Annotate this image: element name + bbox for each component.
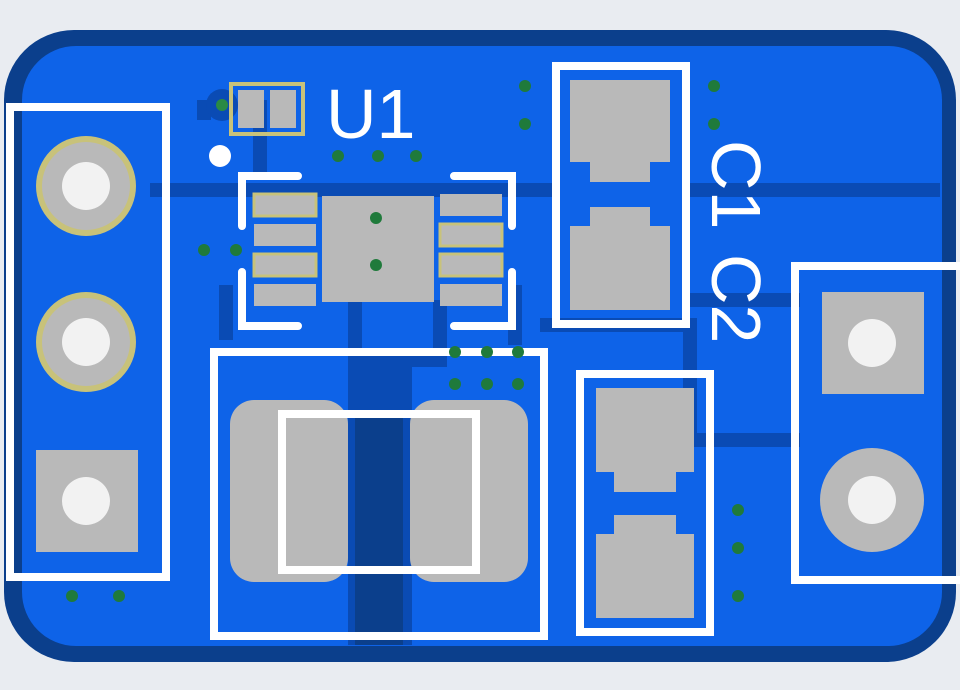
trace-inductor-gap [355,415,403,645]
capacitor-c1 [552,62,690,328]
capacitor-c2 [576,370,714,636]
pin1-marker [209,145,231,167]
drill-hole-right-2 [848,476,896,524]
silkscreen-small-part [229,82,305,136]
smd-pad-small-2 [270,90,296,128]
u1-pin [254,224,316,246]
silkscreen-connector-right [791,262,960,584]
c2-pad-top [596,388,694,492]
c1-pad-top [570,80,670,182]
label-u1: U1 [326,75,415,153]
u1-pin [254,254,316,276]
silkscreen-inductor-body [278,410,480,574]
u1-pin [440,194,502,216]
connector-right [791,262,960,584]
u1-pin [440,254,502,276]
u1-exposed-pad [322,196,434,302]
drill-hole-1 [62,162,110,210]
label-c2: C2 [697,254,775,343]
inductor-l1 [210,348,548,640]
u1-pin [440,284,502,306]
vias [66,80,744,602]
silkscreen-u1-corners [238,172,516,330]
smd-pad-small-1 [238,90,264,128]
silkscreen-c2 [576,370,714,636]
c1-pad-bottom [570,207,670,310]
drill-hole-right-1 [848,319,896,367]
via-top-left [216,99,228,111]
silkscreen-c1 [552,62,690,328]
inductor-pad-left [230,400,348,582]
inductor-pad-right [410,400,528,582]
silkscreen-connector-left [6,103,170,581]
drill-hole-3 [62,477,110,525]
silkscreen-inductor-outline [210,348,548,640]
u1-pin [440,224,502,246]
connector-left [6,103,170,581]
drill-hole-2 [62,318,110,366]
u1-pin [254,284,316,306]
c2-pad-bottom [596,515,694,618]
label-c1: C1 [697,140,775,229]
u1-pin [254,194,316,216]
